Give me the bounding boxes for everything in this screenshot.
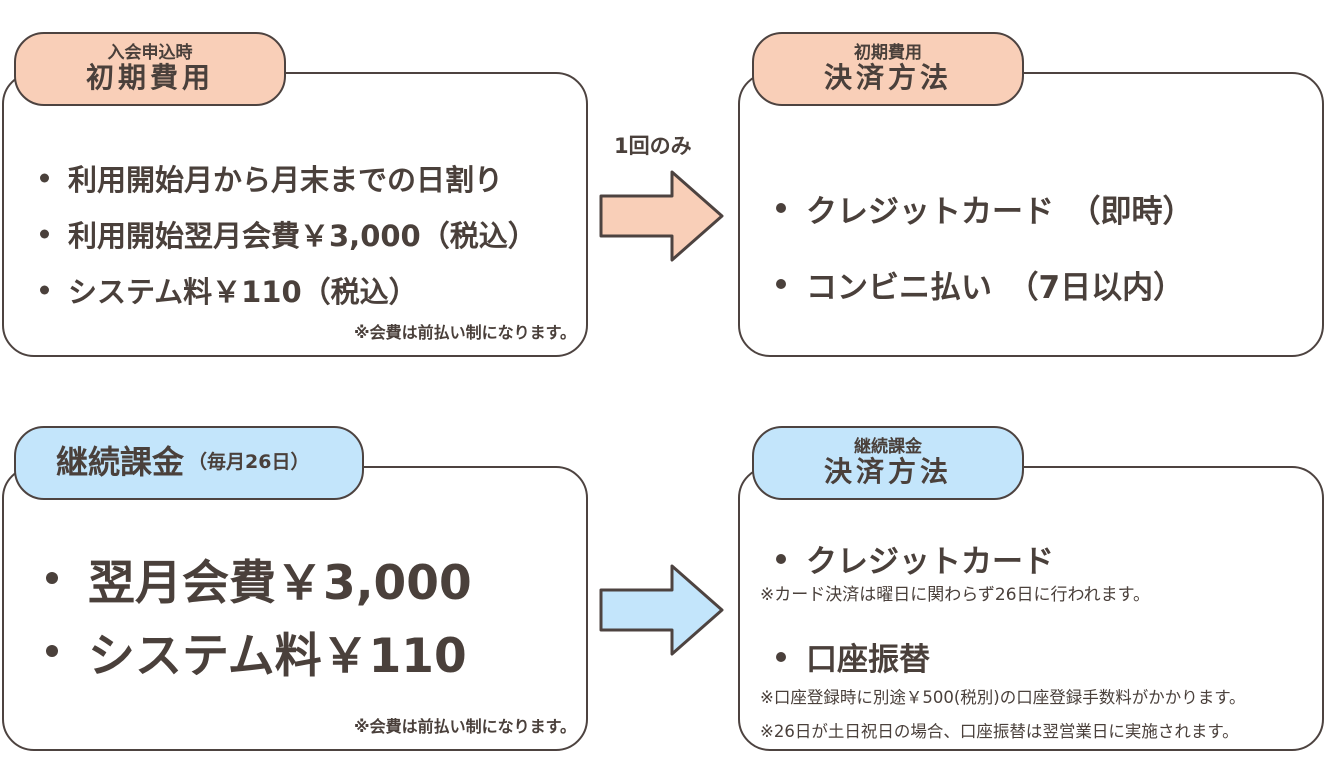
initial-fee-card: 利用開始月から月末までの日割り 利用開始翌月会費￥3,000（税込） システム料… bbox=[2, 72, 588, 357]
credit-card-item: クレジットカード bbox=[772, 536, 1054, 581]
list-item: クレジットカード （即時） bbox=[772, 160, 1194, 256]
initial-payment-tag: 初期費用 決済方法 bbox=[752, 32, 1024, 106]
tag-title: 決済方法 bbox=[823, 455, 952, 489]
arrow-right-icon bbox=[599, 170, 724, 262]
prepayment-note: ※会費は前払い制になります。 bbox=[354, 323, 576, 342]
recurring-fee-card: 翌月会費￥3,000 システム料￥110 ※会費は前払い制になります。 bbox=[2, 466, 588, 751]
tag-subtitle: 入会申込時 bbox=[107, 43, 193, 64]
tag-subtitle: （毎月26日） bbox=[188, 451, 310, 474]
credit-card-note: ※カード決済は曜日に関わらず26日に行われます。 bbox=[760, 585, 1150, 605]
arrow-label: 1回のみ bbox=[614, 134, 692, 158]
recurring-fee-list: 翌月会費￥3,000 システム料￥110 bbox=[46, 540, 472, 686]
prepayment-note: ※会費は前払い制になります。 bbox=[354, 717, 576, 736]
list-item: コンビニ払い （7日以内） bbox=[772, 256, 1194, 312]
tag-subtitle: 継続課金 bbox=[854, 437, 922, 458]
tag-title: 継続課金 bbox=[56, 443, 185, 482]
bank-transfer-item: 口座振替 bbox=[772, 634, 930, 679]
bank-transfer-note: ※口座登録時に別途￥500(税別)の口座登録手数料がかかります。 bbox=[760, 688, 1246, 707]
list-item: システム料￥110（税込） bbox=[38, 262, 537, 318]
list-item: 利用開始月から月末までの日割り bbox=[38, 150, 537, 206]
recurring-fee-tag: 継続課金 （毎月26日） bbox=[14, 426, 364, 500]
arrow-right-icon bbox=[599, 564, 724, 656]
recurring-payment-tag: 継続課金 決済方法 bbox=[752, 426, 1024, 500]
initial-fee-list: 利用開始月から月末までの日割り 利用開始翌月会費￥3,000（税込） システム料… bbox=[38, 150, 537, 318]
tag-title: 決済方法 bbox=[823, 61, 952, 95]
list-item: 利用開始翌月会費￥3,000（税込） bbox=[38, 206, 537, 262]
bank-transfer-note: ※26日が土日祝日の場合、口座振替は翌営業日に実施されます。 bbox=[760, 722, 1239, 741]
list-item: システム料￥110 bbox=[46, 616, 472, 686]
initial-payment-list: クレジットカード （即時） コンビニ払い （7日以内） bbox=[772, 160, 1194, 312]
tag-subtitle: 初期費用 bbox=[854, 43, 922, 64]
initial-payment-card: クレジットカード （即時） コンビニ払い （7日以内） bbox=[738, 72, 1324, 357]
list-item: 翌月会費￥3,000 bbox=[46, 540, 472, 616]
initial-fee-tag: 入会申込時 初期費用 bbox=[14, 32, 286, 106]
recurring-payment-card: クレジットカード ※カード決済は曜日に関わらず26日に行われます。 口座振替 ※… bbox=[738, 466, 1324, 751]
tag-title: 初期費用 bbox=[85, 61, 214, 95]
